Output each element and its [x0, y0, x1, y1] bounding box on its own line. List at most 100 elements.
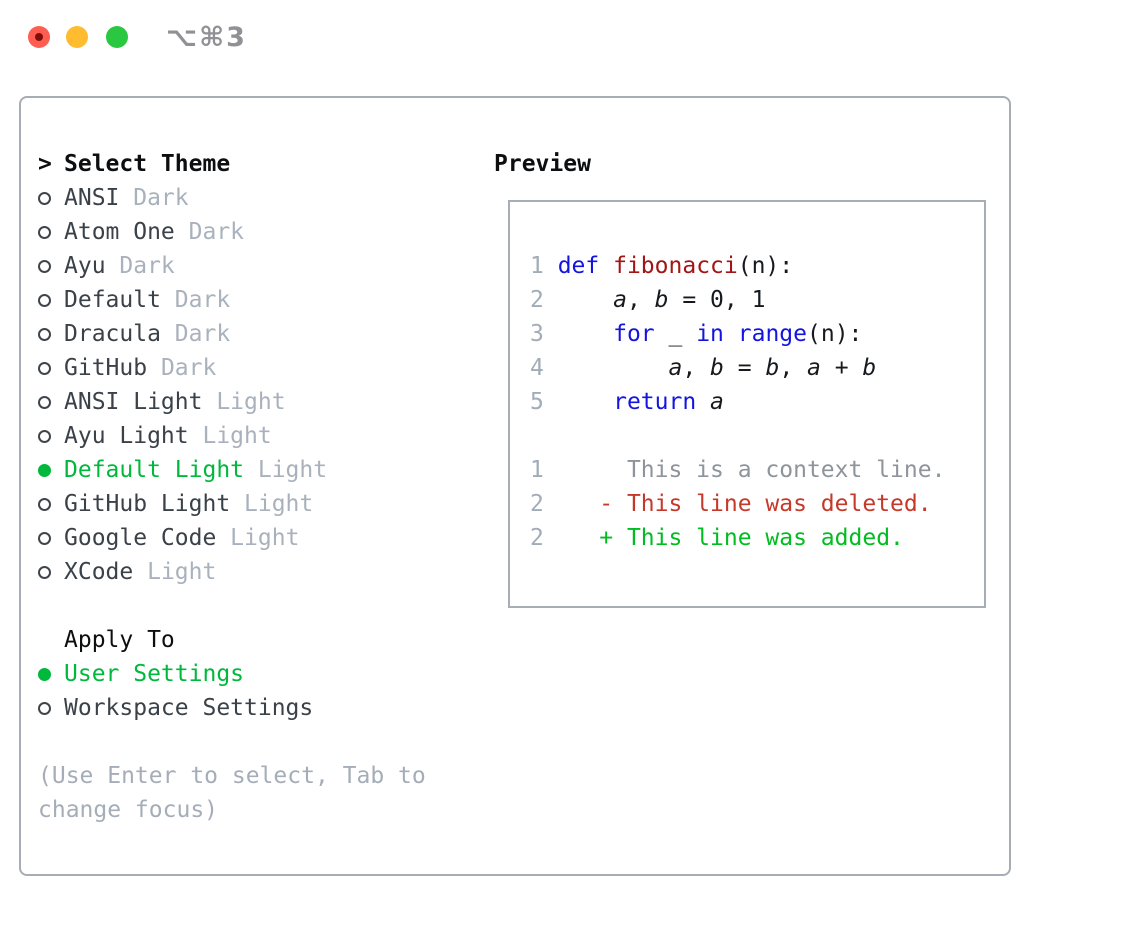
line-number: 2 — [530, 287, 558, 313]
item-label: Default — [64, 287, 161, 313]
theme-item-github[interactable]: GitHub Dark — [38, 351, 426, 385]
title-bar: ⌥⌘3 — [0, 0, 1140, 75]
radio-unselected-icon — [38, 531, 64, 545]
item-tag: Light — [230, 491, 314, 517]
code-token: fibonacci — [613, 253, 738, 279]
theme-item-default-light[interactable]: Default Light Light — [38, 453, 426, 487]
diff-line-2: 2 - This line was deleted. — [530, 487, 945, 521]
line-number: 1 — [530, 457, 558, 483]
code-token — [558, 321, 613, 347]
section-gap — [38, 589, 426, 623]
theme-item-default[interactable]: Default Dark — [38, 283, 426, 317]
code-token: b — [654, 287, 669, 313]
code-token: = 0, 1 — [668, 287, 766, 313]
radio-unselected-icon — [38, 361, 64, 375]
item-tag: Dark — [160, 287, 231, 313]
item-label: Google Code — [64, 525, 217, 551]
radio-unselected-icon — [38, 565, 64, 579]
theme-item-ayu[interactable]: Ayu Dark — [38, 249, 426, 283]
code-token: , — [626, 287, 655, 313]
help-text-line-1: (Use Enter to select, Tab to — [38, 763, 426, 789]
apply-option-workspace-settings[interactable]: Workspace Settings — [38, 691, 426, 725]
cursor-marker: > — [38, 151, 64, 177]
help-text-line-2: change focus) — [38, 797, 219, 823]
item-tag: Light — [244, 457, 328, 483]
theme-item-ayu-light[interactable]: Ayu Light Light — [38, 419, 426, 453]
code-diff-gap — [530, 419, 945, 453]
code-token: This is a context line. — [557, 457, 946, 483]
radio-unselected-icon — [38, 429, 64, 443]
theme-item-ansi[interactable]: ANSI Dark — [38, 181, 426, 215]
theme-item-ansi-light[interactable]: ANSI Light Light — [38, 385, 426, 419]
radio-unselected-icon — [38, 191, 64, 205]
code-token — [558, 287, 613, 313]
diff-line-1: 1 This is a context line. — [530, 453, 945, 487]
chevron-right-icon: > — [38, 151, 52, 177]
theme-item-google-code[interactable]: Google Code Light — [38, 521, 426, 555]
zoom-button[interactable] — [106, 26, 128, 48]
apply-option-user-settings[interactable]: User Settings — [38, 657, 426, 691]
radio-unselected-icon — [38, 225, 64, 239]
line-number: 5 — [530, 389, 558, 415]
item-label: XCode — [64, 559, 134, 585]
item-label: Ayu Light — [64, 423, 189, 449]
item-tag: Light — [133, 559, 217, 585]
code-token: a — [668, 355, 683, 381]
item-label: ANSI — [64, 185, 120, 211]
minimize-button[interactable] — [66, 26, 88, 48]
theme-item-github-light[interactable]: GitHub Light Light — [38, 487, 426, 521]
theme-item-xcode[interactable]: XCode Light — [38, 555, 426, 589]
code-line-2: 2 a, b = 0, 1 — [530, 283, 945, 317]
code-token: b — [862, 355, 877, 381]
code-token: - This line was deleted. — [557, 491, 932, 517]
code-token: _ — [654, 321, 697, 347]
code-line-4: 4 a, b = b, a + b — [530, 351, 945, 385]
theme-item-atom-one[interactable]: Atom One Dark — [38, 215, 426, 249]
item-tag: Dark — [105, 253, 175, 279]
item-label: Workspace Settings — [64, 695, 314, 721]
theme-item-dracula[interactable]: Dracula Dark — [38, 317, 426, 351]
radio-unselected-icon — [38, 497, 64, 511]
code-token — [696, 389, 710, 415]
item-tag: Light — [202, 389, 286, 415]
diff-block: 1 This is a context line.2 - This line w… — [530, 453, 945, 555]
code-token: return — [613, 389, 697, 415]
radio-unselected-icon — [38, 395, 64, 409]
diff-line-3: 2 + This line was added. — [530, 521, 945, 555]
item-tag: Dark — [160, 321, 231, 347]
item-label: GitHub — [64, 355, 148, 381]
code-token: = — [723, 355, 766, 381]
code-token: + This line was added. — [557, 525, 904, 551]
line-number: 2 — [530, 491, 558, 517]
code-token: , — [779, 355, 808, 381]
code-token: + — [820, 355, 863, 381]
code-token: b — [710, 355, 724, 381]
code-line-1: 1 def fibonacci(n): — [530, 249, 945, 283]
section-gap — [38, 725, 426, 759]
code-token: range — [737, 321, 807, 347]
code-token: b — [765, 355, 780, 381]
code-token — [558, 389, 613, 415]
code-line-3: 3 for _ in range(n): — [530, 317, 945, 351]
code-token: in — [696, 321, 724, 347]
radio-selected-icon — [38, 667, 64, 681]
preview-title: Preview — [494, 151, 591, 177]
code-token: a — [807, 355, 821, 381]
line-number: 3 — [530, 321, 558, 347]
item-tag: Light — [188, 423, 272, 449]
radio-selected-icon — [38, 463, 64, 477]
code-token: for — [613, 321, 655, 347]
close-button[interactable] — [28, 26, 50, 48]
item-tag: Dark — [119, 185, 189, 211]
radio-unselected-icon — [38, 293, 64, 307]
apply-to-title: Apply To — [64, 627, 175, 653]
line-number: 4 — [530, 355, 558, 381]
item-tag: Dark — [147, 355, 217, 381]
